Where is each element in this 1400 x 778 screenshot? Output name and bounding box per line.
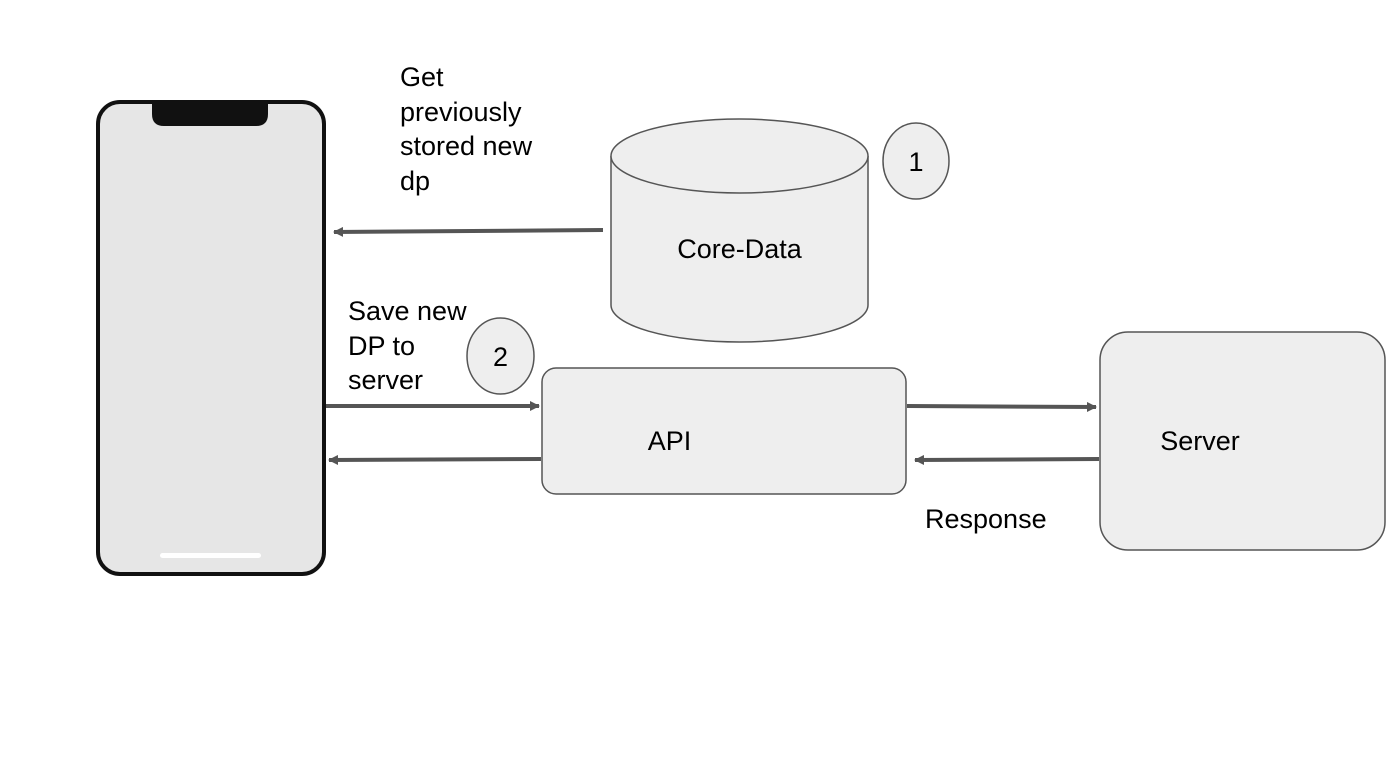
phone-body bbox=[96, 100, 326, 576]
server-node bbox=[1099, 331, 1386, 551]
step-badge-1 bbox=[882, 122, 950, 200]
edge-label-response: Response bbox=[925, 504, 1047, 534]
phone-node bbox=[96, 100, 326, 576]
core-data-cylinder-body bbox=[610, 156, 869, 343]
step-badge-2 bbox=[466, 317, 535, 395]
step-badge-1-label: 1 bbox=[908, 147, 924, 177]
phone-home-indicator bbox=[160, 553, 261, 558]
core-data-label: Core-Data bbox=[677, 234, 802, 264]
step-badge-2-label: 2 bbox=[492, 342, 509, 372]
arrow-core-data-to-phone bbox=[333, 226, 604, 237]
arrow-api-to-server bbox=[906, 401, 1097, 412]
core-data-cylinder-top bbox=[610, 118, 869, 194]
phone-notch bbox=[152, 104, 268, 126]
arrow-server-to-api bbox=[914, 454, 1100, 465]
api-label: API bbox=[647, 426, 692, 456]
arrow-api-to-phone bbox=[328, 454, 542, 465]
server-label: Server bbox=[1160, 426, 1240, 456]
core-data-node bbox=[610, 118, 869, 343]
edge-label-save-new-dp: Save new DP to server bbox=[348, 296, 467, 395]
api-node bbox=[541, 367, 907, 495]
edge-label-get-previously-stored: Get previously stored new dp bbox=[400, 62, 533, 196]
